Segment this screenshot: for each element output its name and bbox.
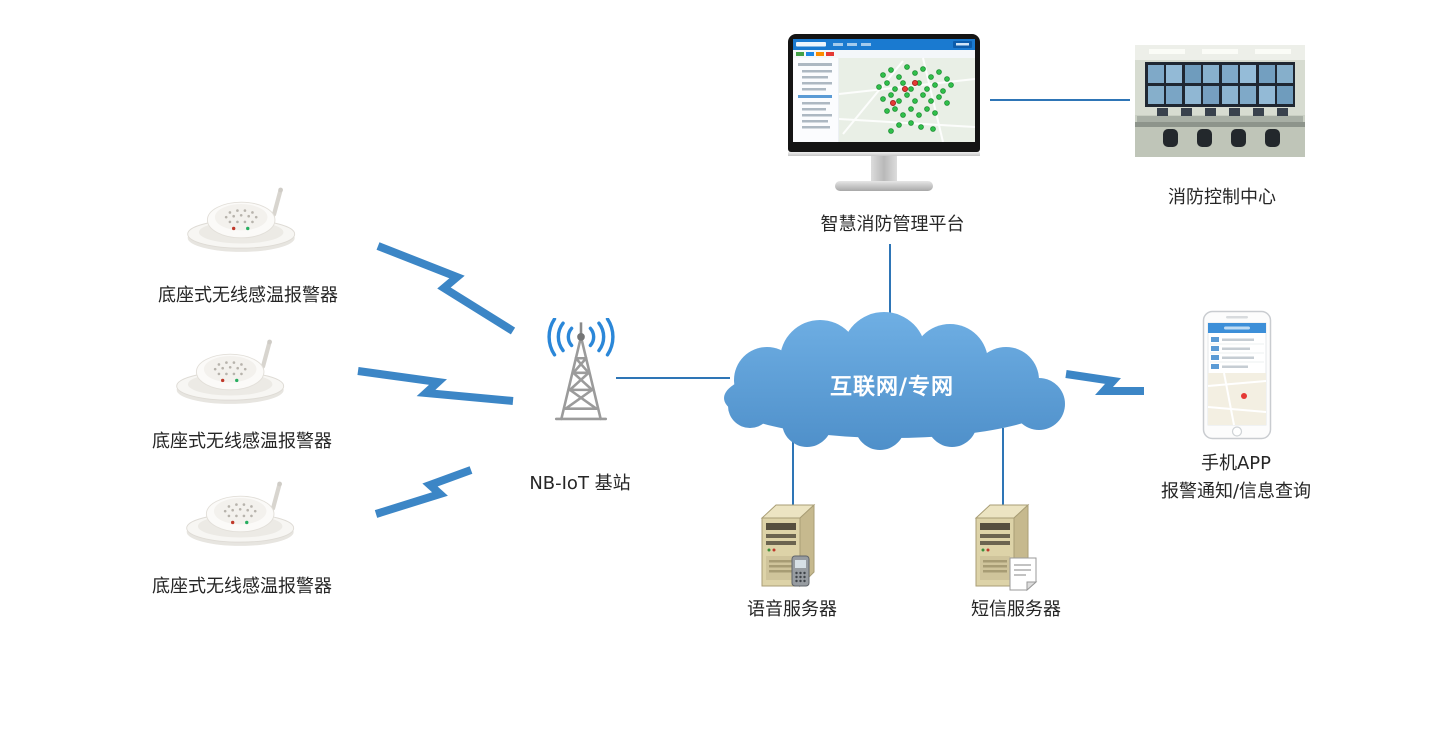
video-wall-screens [1148, 65, 1293, 104]
mobile-app-label: 手机APP 报警通知/信息查询 [1138, 450, 1334, 506]
message-slip-icon [1009, 557, 1038, 592]
mobile-app-label-line2: 报警通知/信息查询 [1160, 480, 1312, 502]
cloud-label: 互联网/专网 [829, 375, 955, 400]
monitor-stand-neck [871, 156, 897, 181]
smartphone-icon [1202, 310, 1272, 440]
base-station-label: NB-IoT 基站 [529, 473, 631, 494]
sensor-label-1: 底座式无线感温报警器 [158, 285, 338, 306]
sensor-node-3 [182, 480, 304, 552]
bolt-sensor2-tower [357, 367, 514, 405]
bolt-cloud-phone [1065, 370, 1144, 395]
sms-server-node [966, 498, 1046, 598]
monitor-screen [788, 34, 980, 152]
mobile-app-label-line1: 手机APP [1200, 453, 1272, 474]
sms-server-label: 短信服务器 [971, 599, 1061, 620]
cloud-icon [724, 312, 1065, 450]
temperature-sensor-icon [187, 187, 296, 252]
bolt-sensor1-tower [376, 242, 516, 335]
control-center-label: 消防控制中心 [1168, 187, 1276, 208]
sensor-label-3: 底座式无线感温报警器 [152, 576, 332, 597]
handset-phone-icon [791, 555, 810, 587]
voice-server-label: 语音服务器 [747, 599, 837, 620]
chairs [1163, 129, 1280, 147]
mobile-app-node [1202, 310, 1272, 444]
monitor-stand-base [835, 181, 933, 191]
sensor-label-2: 底座式无线感温报警器 [152, 431, 332, 452]
control-room-photo [1135, 45, 1305, 157]
bolt-sensor3-tower [374, 466, 473, 518]
radio-tower-icon [547, 317, 615, 421]
platform-monitor-node [788, 34, 980, 191]
platform-screen-ui [793, 39, 976, 143]
desk-monitors [1157, 108, 1288, 116]
voice-server-icon [760, 503, 816, 588]
voice-server-node [752, 498, 832, 598]
sensor-node-1 [183, 186, 305, 258]
base-station-node [534, 317, 628, 435]
temperature-sensor-icon [186, 481, 295, 546]
temperature-sensor-icon [176, 339, 285, 404]
control-center-node [1135, 45, 1305, 161]
sms-server-icon [974, 503, 1038, 592]
monitor-chin [788, 152, 980, 156]
sensor-node-2 [172, 338, 294, 410]
platform-label: 智慧消防管理平台 [820, 214, 965, 235]
cloud-node: 互联网/专网 [712, 312, 1072, 452]
